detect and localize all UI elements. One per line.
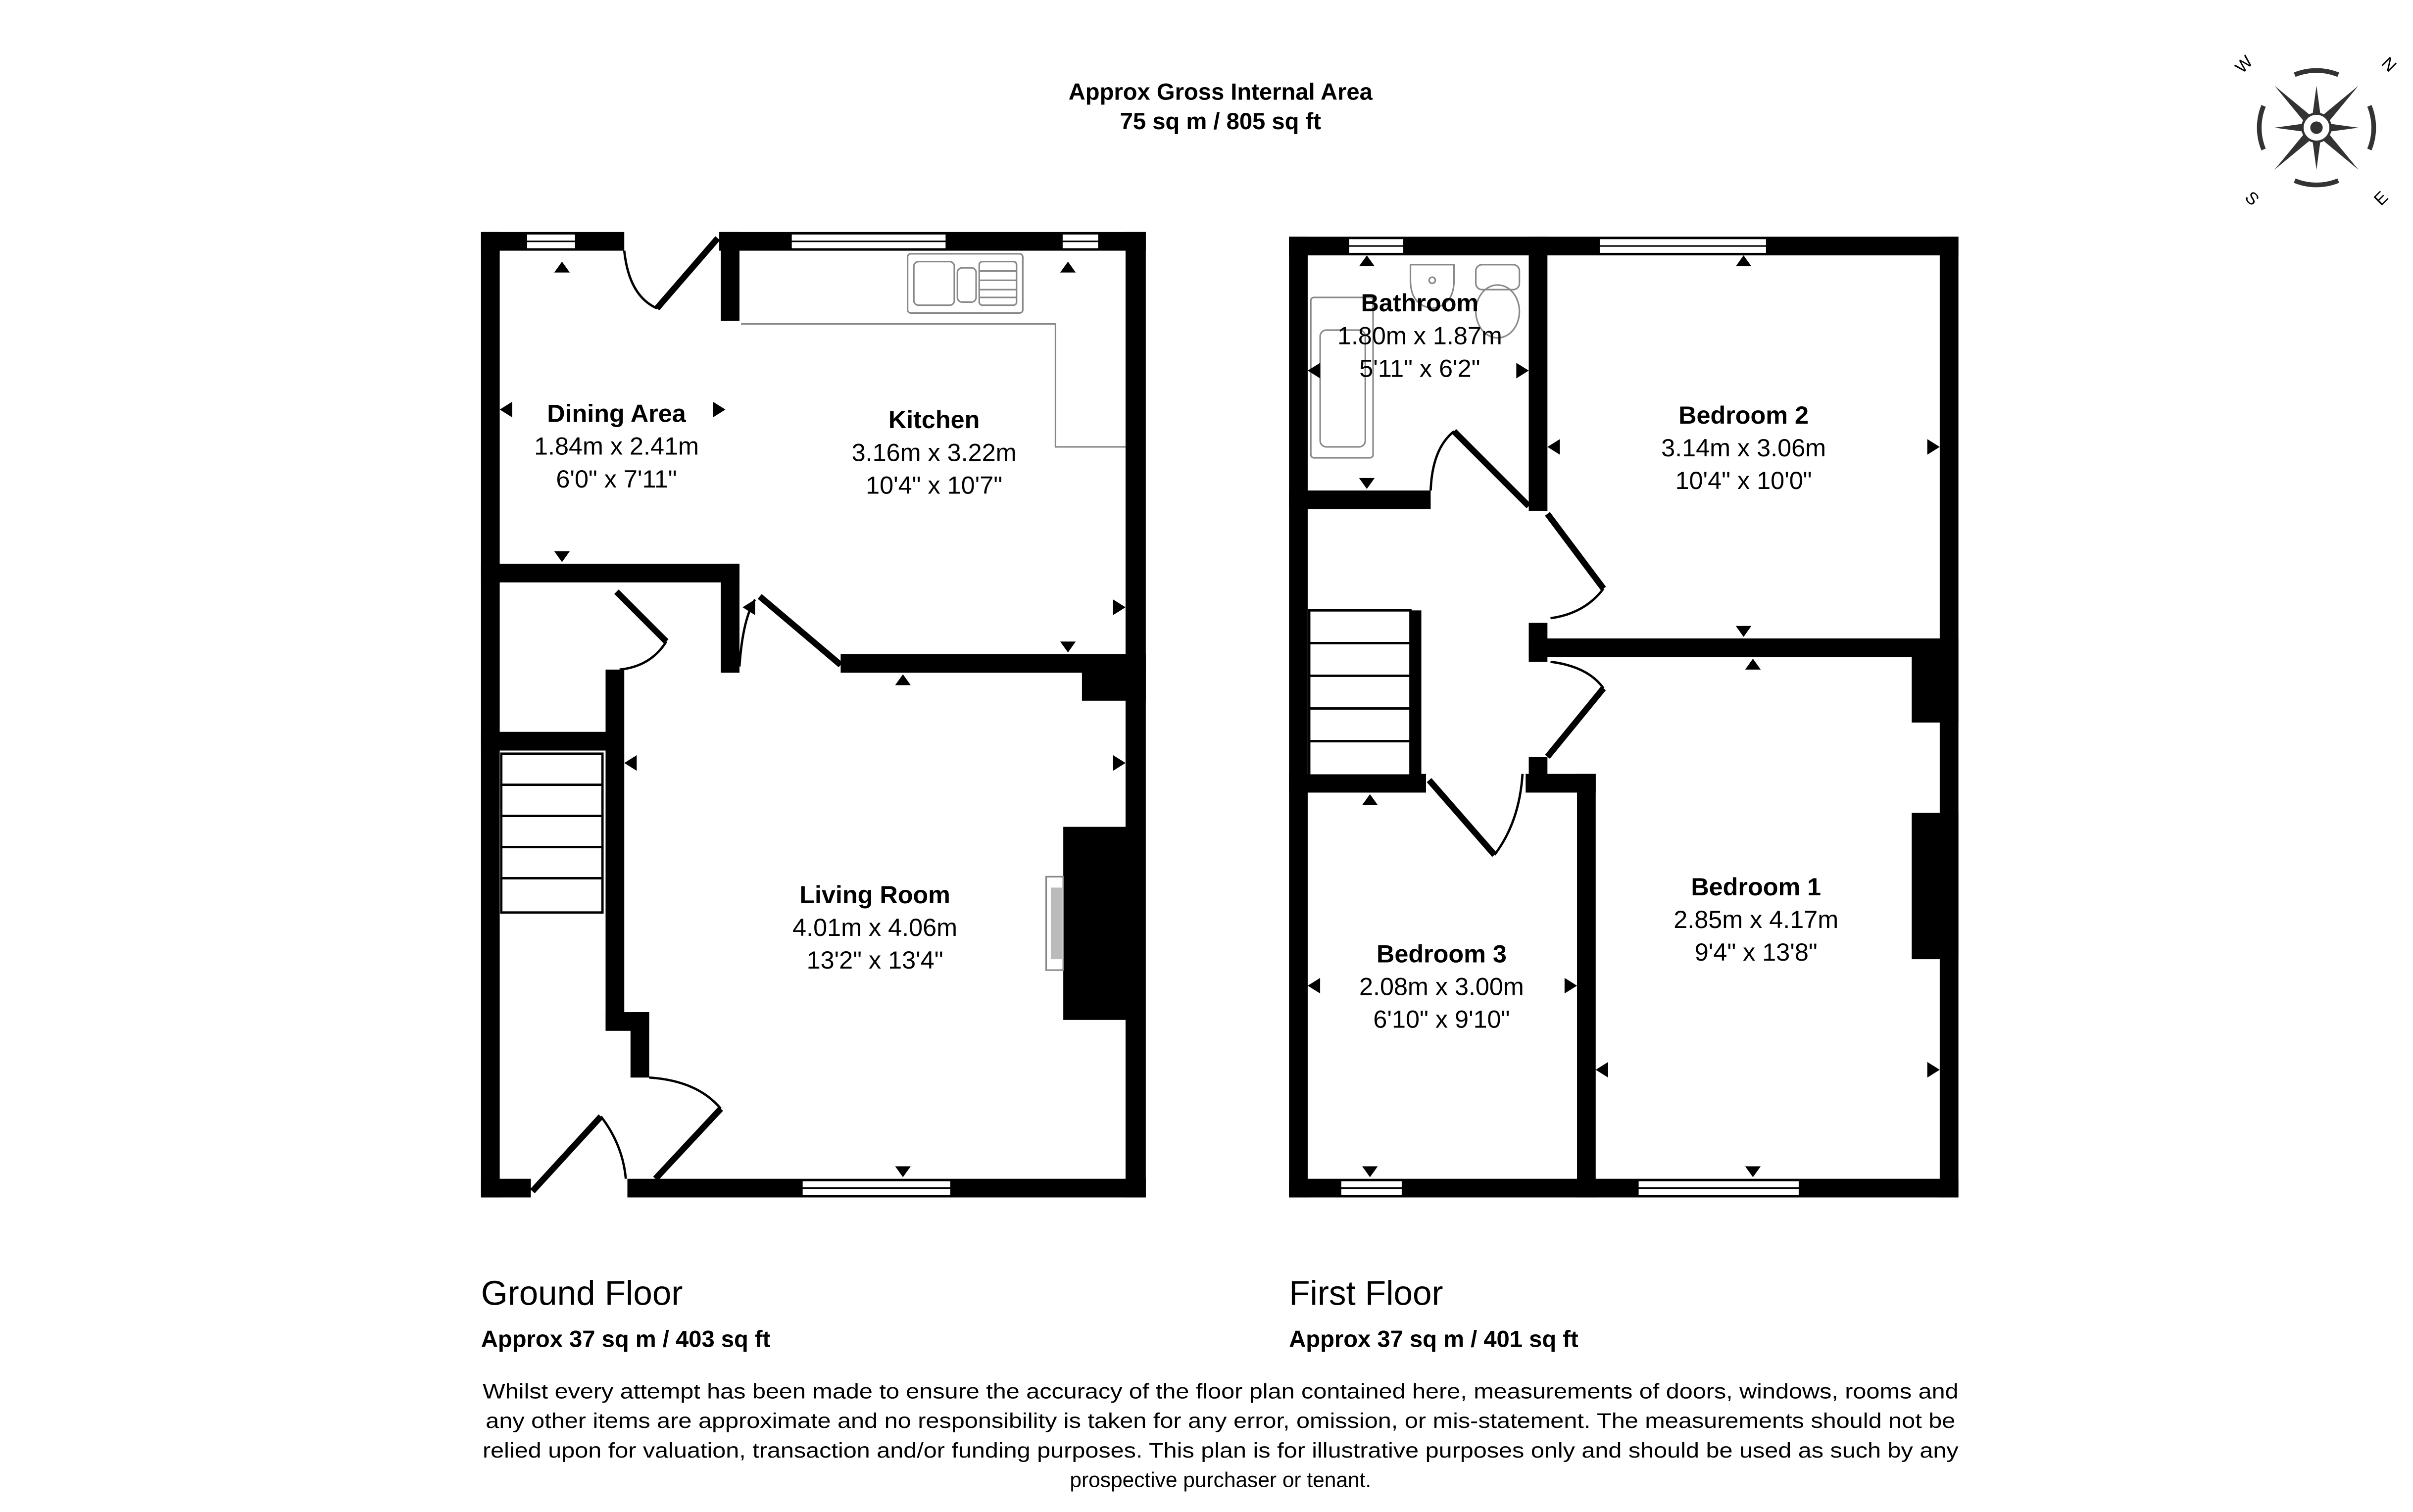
door-leaf — [530, 1114, 603, 1194]
svg-text:Dining Area: Dining Area — [547, 399, 687, 428]
first-floor-title: First Floor — [1289, 1274, 1443, 1313]
first-floor-caption: First Floor Approx 37 sq m / 401 sq ft — [1289, 1274, 1578, 1352]
first-floor-area: Approx 37 sq m / 401 sq ft — [1289, 1325, 1578, 1352]
svg-text:13'2" x 13'4": 13'2" x 13'4" — [807, 946, 943, 974]
wall — [1289, 490, 1431, 509]
wall — [630, 1012, 649, 1078]
svg-text:Bedroom 3: Bedroom 3 — [1377, 939, 1507, 968]
compass-n: N — [2378, 53, 2400, 76]
header: Approx Gross Internal Area 75 sq m / 805… — [1069, 78, 1373, 134]
wall — [1082, 654, 1146, 701]
room-living-room: Living Room 4.01m x 4.06m 13'2" x 13'4" — [792, 880, 957, 974]
svg-text:relied upon for valuation, tra: relied upon for valuation, transaction a… — [483, 1439, 1959, 1462]
staircase — [500, 752, 604, 914]
room-kitchen: Kitchen 3.16m x 3.22m 10'4" x 10'7" — [852, 405, 1017, 499]
compass-w: W — [2232, 52, 2257, 77]
ground-floor-plan: Dining Area 1.84m x 2.41m 6'0" x 7'11" K… — [481, 232, 1146, 1198]
door-leaf — [757, 594, 843, 668]
wall — [1289, 237, 1308, 1198]
wall — [481, 232, 500, 1198]
wall — [1528, 237, 1548, 511]
svg-text:10'4" x 10'0": 10'4" x 10'0" — [1675, 466, 1812, 494]
header-total-area: 75 sq m / 805 sq ft — [1120, 108, 1322, 134]
wall — [721, 232, 739, 321]
room-dining-area: Dining Area 1.84m x 2.41m 6'0" x 7'11" — [534, 399, 699, 493]
svg-text:2.85m x 4.17m: 2.85m x 4.17m — [1674, 905, 1838, 933]
ground-floor-area: Approx 37 sq m / 403 sq ft — [481, 1325, 771, 1352]
svg-text:3.14m x 3.06m: 3.14m x 3.06m — [1661, 434, 1826, 462]
svg-text:4.01m x 4.06m: 4.01m x 4.06m — [792, 913, 957, 941]
ground-floor-title: Ground Floor — [481, 1274, 683, 1313]
wall — [1912, 657, 1959, 723]
door-swing — [623, 250, 658, 310]
door-swing — [1493, 774, 1524, 856]
compass-e: E — [2370, 188, 2392, 209]
wall — [481, 563, 739, 583]
dimension-arrows — [1307, 255, 1940, 1177]
compass-rose-icon: W N S E — [2232, 52, 2400, 209]
door-leaf — [1427, 778, 1497, 857]
wall — [605, 669, 625, 1028]
bathtub-icon — [1310, 296, 1374, 459]
svg-text:10'4" x 10'7": 10'4" x 10'7" — [866, 471, 1002, 499]
wall — [1289, 774, 1426, 793]
svg-text:Bedroom 2: Bedroom 2 — [1678, 401, 1809, 429]
svg-text:2.08m x 3.00m: 2.08m x 3.00m — [1359, 972, 1524, 1000]
first-floor-plan: Bathroom 1.80m x 1.87m 5'11" x 6'2" Bedr… — [1289, 237, 1959, 1198]
svg-text:6'0" x 7'11": 6'0" x 7'11" — [556, 465, 677, 493]
door-leaf — [654, 236, 720, 311]
disclaimer: Whilst every attempt has been made to en… — [483, 1379, 1959, 1491]
wall — [1528, 638, 1959, 657]
kitchen-counter — [741, 323, 1126, 448]
svg-text:any other items are approximat: any other items are approximate and no r… — [486, 1409, 1955, 1432]
svg-text:3.16m x 3.22m: 3.16m x 3.22m — [852, 438, 1017, 466]
ground-floor-caption: Ground Floor Approx 37 sq m / 403 sq ft — [481, 1274, 771, 1352]
wall — [1577, 774, 1596, 1198]
sink-icon — [907, 253, 1024, 314]
wall — [721, 563, 739, 673]
wall — [481, 1178, 531, 1198]
room-bedroom-3: Bedroom 3 2.08m x 3.00m 6'10" x 9'10" — [1359, 939, 1524, 1033]
wall — [1125, 232, 1146, 1198]
svg-text:Bathroom: Bathroom — [1361, 289, 1479, 317]
door-swing — [1550, 587, 1605, 620]
door-swing — [600, 1116, 627, 1179]
door-leaf — [1545, 512, 1606, 591]
door-swing — [1550, 660, 1605, 689]
svg-text:Whilst every attempt has been: Whilst every attempt has been made to en… — [483, 1379, 1959, 1403]
chimney-breast — [1063, 827, 1129, 1020]
svg-text:1.84m x 2.41m: 1.84m x 2.41m — [534, 432, 699, 460]
door-swing — [619, 640, 668, 671]
svg-text:Bedroom 1: Bedroom 1 — [1691, 873, 1821, 901]
toilet-icon — [1475, 264, 1521, 339]
staircase — [1308, 609, 1422, 779]
svg-text:9'4" x 13'8": 9'4" x 13'8" — [1695, 938, 1818, 966]
svg-text:1.80m x 1.87m: 1.80m x 1.87m — [1337, 321, 1502, 349]
compass-s: S — [2241, 188, 2263, 209]
chimney-breast — [1912, 813, 1959, 960]
svg-text:6'10" x 9'10": 6'10" x 9'10" — [1373, 1005, 1510, 1033]
room-bedroom-1: Bedroom 1 2.85m x 4.17m 9'4" x 13'8" — [1674, 873, 1838, 966]
svg-text:5'11" x 6'2": 5'11" x 6'2" — [1359, 354, 1480, 382]
svg-text:prospective purchaser or tenan: prospective purchaser or tenant. — [1070, 1468, 1371, 1492]
door-swing — [649, 1076, 722, 1110]
door-leaf — [653, 1106, 723, 1181]
wall — [481, 732, 621, 751]
washbasin-icon — [1409, 264, 1455, 309]
svg-text:Kitchen: Kitchen — [888, 405, 980, 434]
room-bathroom: Bathroom 1.80m x 1.87m 5'11" x 6'2" — [1337, 289, 1502, 382]
door-swing — [1429, 430, 1455, 491]
door-leaf — [1452, 429, 1531, 508]
svg-text:Living Room: Living Room — [799, 880, 950, 909]
dimension-arrows — [499, 261, 1126, 1177]
fireplace-hearth — [1045, 876, 1064, 971]
door-leaf — [1545, 686, 1606, 759]
header-title: Approx Gross Internal Area — [1069, 78, 1373, 104]
room-bedroom-2: Bedroom 2 3.14m x 3.06m 10'4" x 10'0" — [1661, 401, 1826, 494]
door-leaf — [614, 589, 669, 644]
